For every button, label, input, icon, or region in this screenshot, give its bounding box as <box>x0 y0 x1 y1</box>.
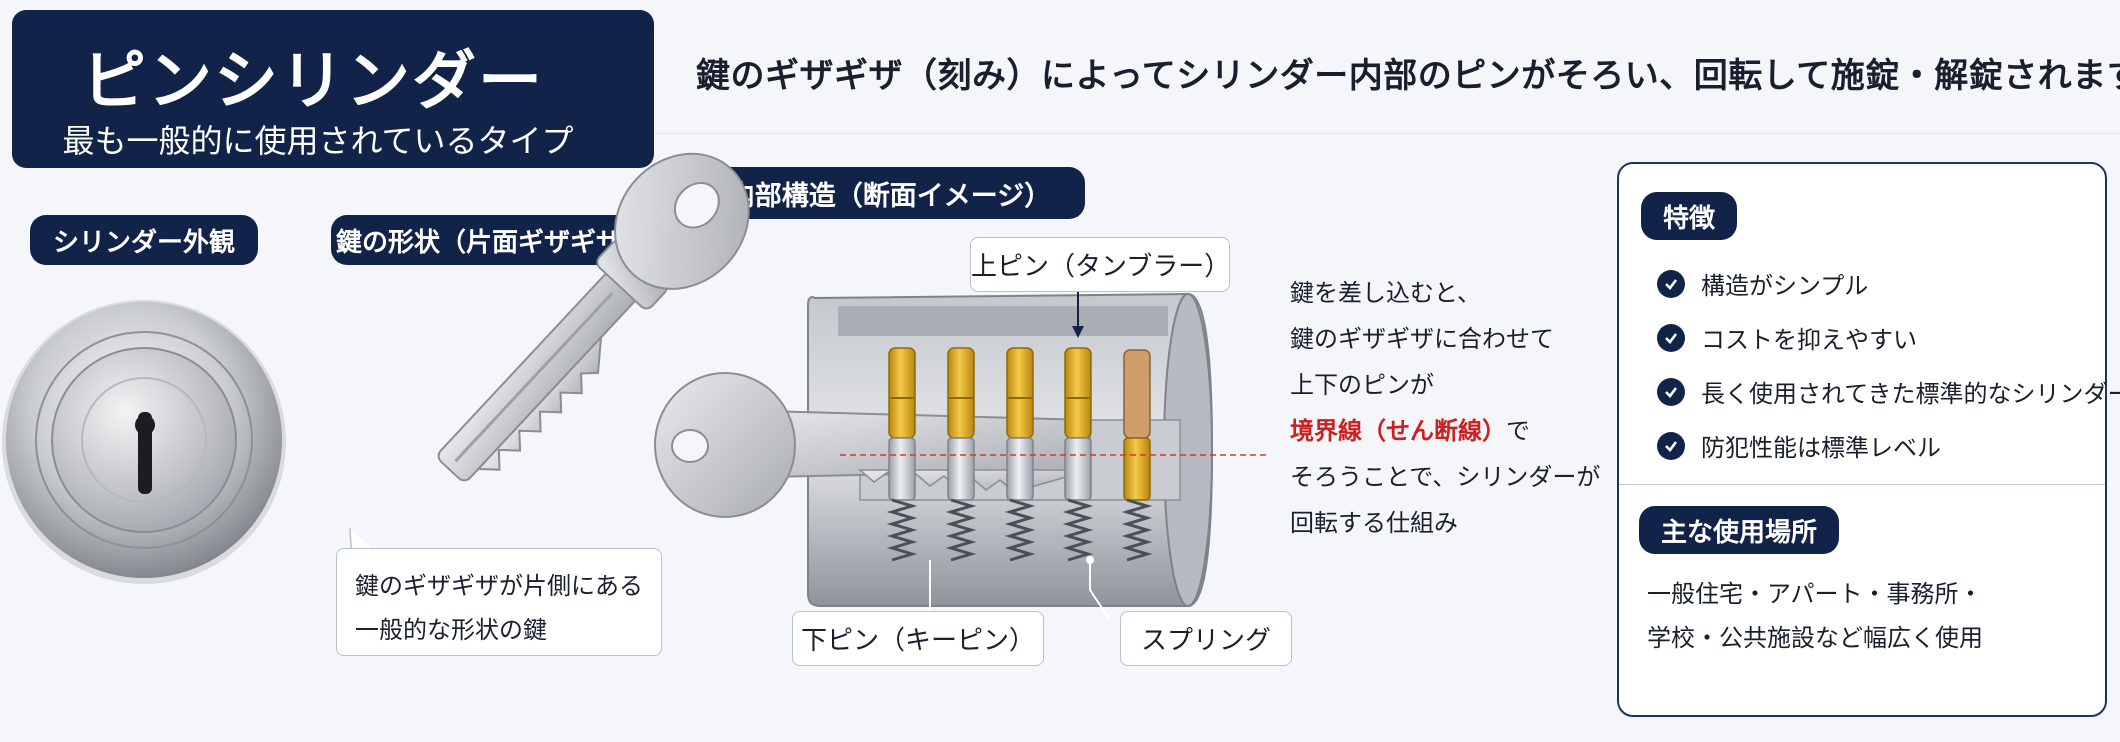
headline: 鍵のギザギザ（刻み）によってシリンダー内部のピンがそろい、回転して施錠・解錠され… <box>696 56 2120 96</box>
check-icon <box>1657 323 1685 352</box>
uses-text: 一般住宅・アパート・事務所・ 学校・公共施設など幅広く使用 <box>1647 572 1983 660</box>
check-icon <box>1657 269 1685 298</box>
explain-line3: 上下のピンが <box>1290 371 1434 399</box>
panel-divider <box>1619 484 2105 485</box>
mechanism-explanation: 鍵を差し込むと、 鍵のギザギザに合わせて 上下のピンが 境界線（せん断線）で そ… <box>1290 270 1600 546</box>
explain-line4-rest: で <box>1506 417 1530 445</box>
feature-text: 防犯性能は標準レベル <box>1701 434 1941 462</box>
cylinder-exterior-image <box>2 300 286 584</box>
feature-item: 防犯性能は標準レベル <box>1657 428 1941 463</box>
explain-line6: 回転する仕組み <box>1290 509 1458 537</box>
page-subtitle: 最も一般的に使用されているタイプ <box>62 122 574 160</box>
feature-text: 構造がシンプル <box>1701 272 1869 300</box>
uses-heading: 主な使用場所 <box>1639 506 1839 554</box>
explain-line5: そろうことで、シリンダーが <box>1290 463 1601 491</box>
section-label-internal: 内部構造（断面イメージ） <box>694 167 1085 219</box>
key-image <box>437 152 750 482</box>
label-upper-pin: 上ピン（タンブラー） <box>970 237 1230 292</box>
check-icon <box>1657 377 1685 406</box>
key-callout: 鍵のギザギザが片側にある 一般的な形状の鍵 <box>336 548 662 656</box>
label-lower-pin: 下ピン（キーピン） <box>792 611 1044 666</box>
feature-item: 構造がシンプル <box>1657 266 1868 301</box>
header-divider <box>654 133 2120 134</box>
explain-line1: 鍵を差し込むと、 <box>1290 279 1482 307</box>
shear-line-term: 境界線（せん断線） <box>1290 417 1506 445</box>
feature-text: 長く使用されてきた標準的なシリンダー <box>1701 380 2120 408</box>
section-label-exterior: シリンダー外観 <box>30 215 258 265</box>
feature-text: コストを抑えやすい <box>1701 326 1917 354</box>
uses-line2: 学校・公共施設など幅広く使用 <box>1647 624 1983 652</box>
cylinder-cutaway-diagram <box>654 292 1270 621</box>
title-banner: ピンシリンダー 最も一般的に使用されているタイプ <box>12 10 654 168</box>
check-icon <box>1657 431 1685 460</box>
explain-line2: 鍵のギザギザに合わせて <box>1290 325 1554 353</box>
features-heading: 特徴 <box>1641 192 1737 240</box>
page-title: ピンシリンダー <box>82 45 544 119</box>
info-panel: 特徴 構造がシンプル コストを抑えやすい 長く使用されてきた標準的なシリンダー … <box>1617 162 2120 717</box>
feature-item: コストを抑えやすい <box>1657 320 1917 355</box>
feature-item: 長く使用されてきた標準的なシリンダー <box>1657 374 2120 409</box>
key-callout-line1: 鍵のギザギザが片側にある <box>355 572 643 600</box>
explain-line4: 境界線（せん断線）で <box>1290 408 1600 454</box>
label-spring: スプリング <box>1120 611 1292 666</box>
uses-line1: 一般住宅・アパート・事務所・ <box>1647 580 1983 608</box>
key-callout-line2: 一般的な形状の鍵 <box>355 616 547 644</box>
